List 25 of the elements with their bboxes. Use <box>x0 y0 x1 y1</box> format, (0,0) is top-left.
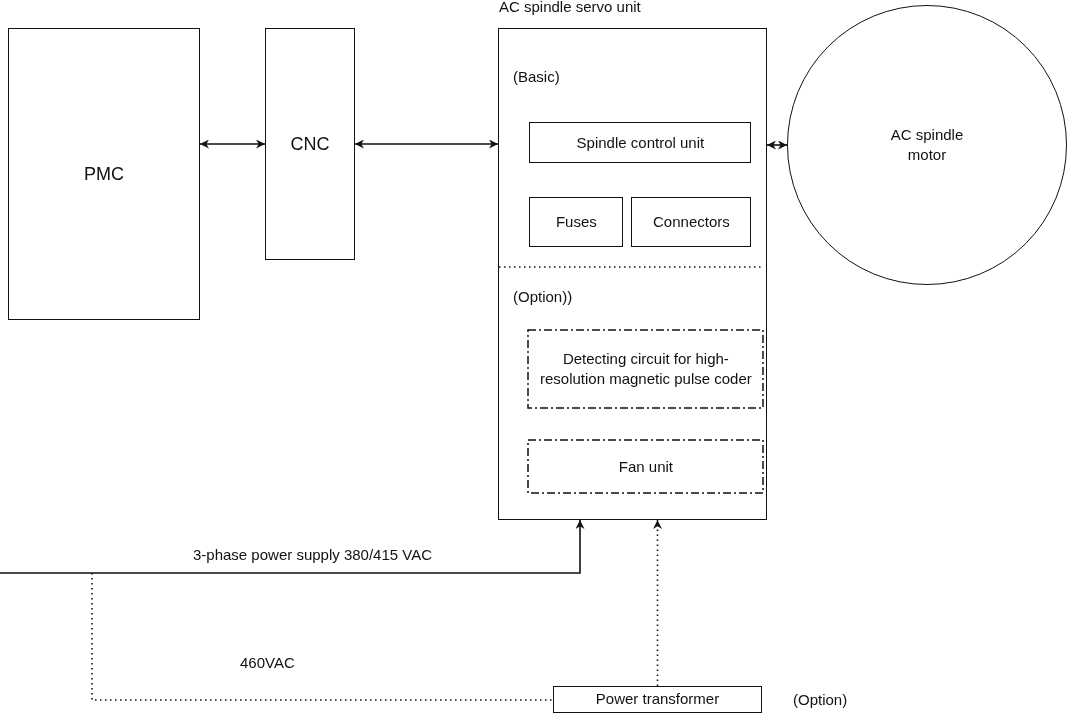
node-label: Connectors <box>653 212 730 233</box>
node-label: Fuses <box>555 212 597 233</box>
connector-arrow <box>653 519 662 687</box>
connector-arrow <box>766 140 788 150</box>
connector-arrow <box>199 139 266 149</box>
connector-arrow <box>354 139 499 149</box>
node-note: (Option) <box>793 690 848 710</box>
component-box <box>8 28 200 320</box>
component-box <box>527 329 765 410</box>
node-label: AC spindle motor <box>889 124 965 165</box>
component-box <box>265 28 355 260</box>
node-label: Spindle control unit <box>576 132 705 153</box>
node-label: Detecting circuit for high-resolution magnetic pulse coder <box>539 349 753 390</box>
component-box <box>631 197 752 248</box>
node-label: Fan unit <box>618 456 673 477</box>
node-label: CNC <box>290 132 330 156</box>
section-label: (Basic) <box>513 67 560 87</box>
unit-title: AC spindle servo unit <box>499 0 641 17</box>
component-box <box>529 122 752 164</box>
component-box <box>529 197 624 248</box>
node-label: Power transformer <box>595 689 720 710</box>
component-box <box>527 439 765 495</box>
connector-arrow <box>0 519 585 574</box>
section-label: (Option)) <box>513 287 573 307</box>
node-label: PMC <box>84 162 124 186</box>
